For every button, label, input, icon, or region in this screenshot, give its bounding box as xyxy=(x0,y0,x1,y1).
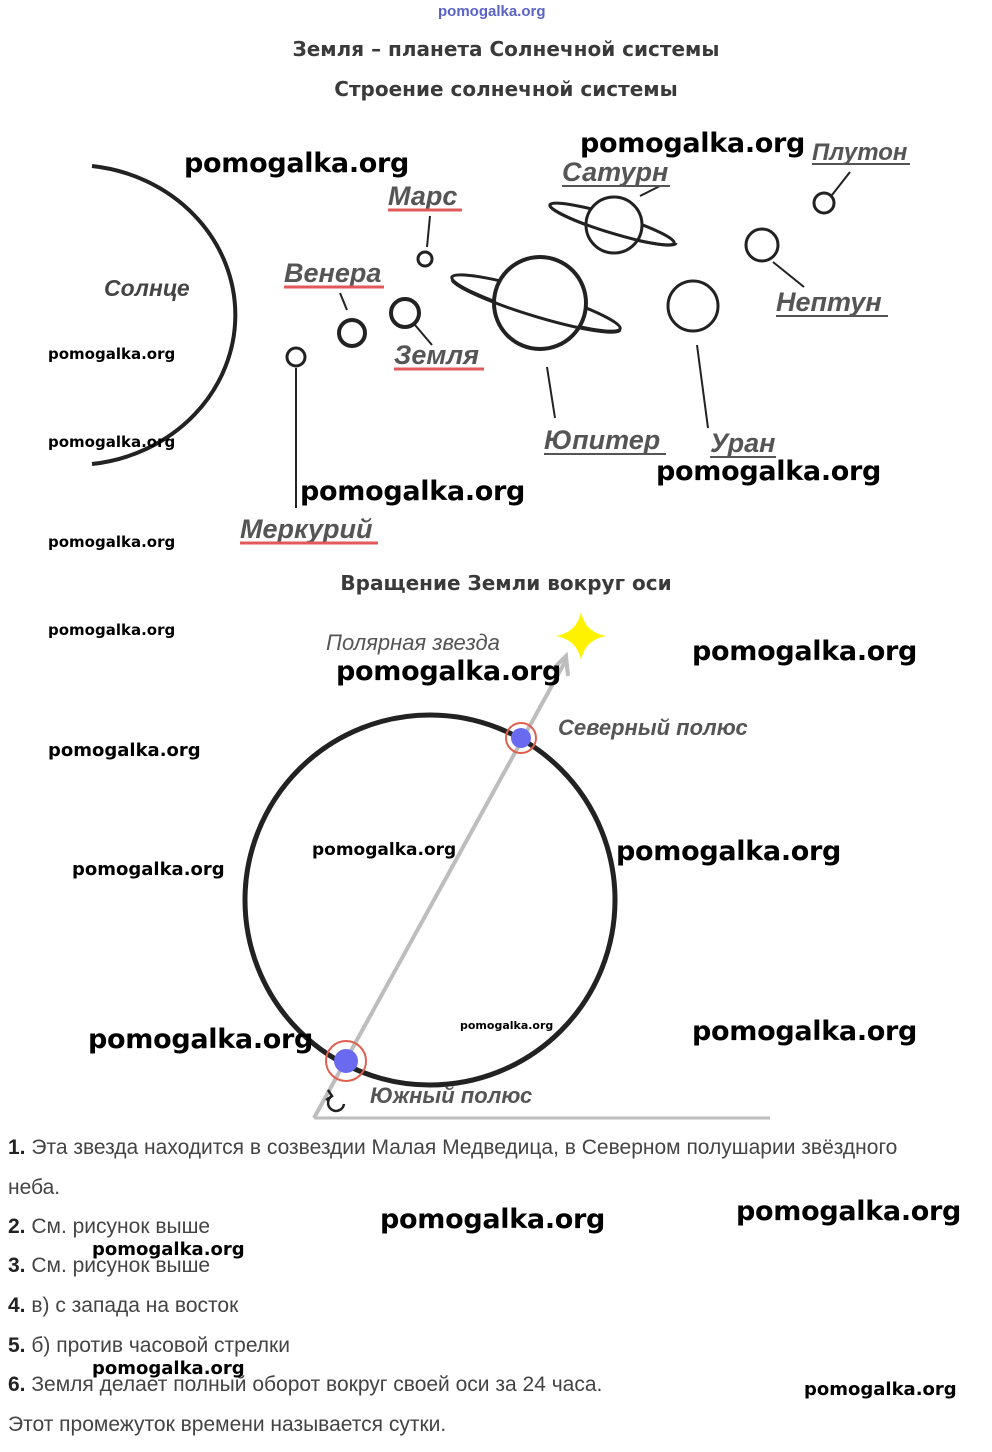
watermark: pomogalka.org xyxy=(48,433,176,451)
answer-6: 6. Земля делает полный оборот вокруг сво… xyxy=(8,1373,603,1396)
answer-3: 3. См. рисунок выше xyxy=(8,1254,211,1277)
section-title-structure: Строение солнечной системы xyxy=(334,77,678,101)
mars-label: Марс xyxy=(388,181,457,211)
answer-1: 1. Эта звезда находится в созвездии Мала… xyxy=(8,1136,898,1159)
rotation-arrowhead xyxy=(325,1089,334,1102)
watermark: pomogalka.org xyxy=(300,476,526,507)
south-pole-ring xyxy=(325,1040,367,1082)
answer-4: 4. в) с запада на восток xyxy=(8,1294,239,1317)
earth-rotation-diagram: Полярная звезда Северный полюс Южный пол… xyxy=(242,612,770,1120)
venus-label: Венера xyxy=(284,258,381,288)
answer-5: 5. б) против часовой стрелки xyxy=(8,1334,290,1357)
watermark: pomogalka.org xyxy=(312,840,457,860)
watermark: pomogalka.org xyxy=(184,148,410,179)
watermark: pomogalka.org xyxy=(460,1019,554,1032)
mars-planet xyxy=(416,250,434,268)
saturn-planet xyxy=(584,195,644,255)
watermark: pomogalka.org xyxy=(692,1016,918,1047)
earth-axis xyxy=(312,659,568,1119)
jupiter-ring-front xyxy=(450,279,622,334)
earth-planet xyxy=(389,297,421,329)
neptune-planet xyxy=(744,227,780,263)
jupiter-pointer xyxy=(546,366,556,419)
watermark: pomogalka.org xyxy=(48,533,176,551)
saturn-label: Сатурн xyxy=(562,157,668,187)
polar-star-label: Полярная звезда xyxy=(326,630,500,655)
uranus-label: Уран xyxy=(710,428,775,458)
north-pole-label: Северный полюс xyxy=(558,715,748,740)
answer-6-cont: Этот промежуток времени называется сутки… xyxy=(8,1413,447,1436)
axis-arrowhead xyxy=(550,651,570,677)
venus-planet xyxy=(337,318,367,348)
venus-pointer xyxy=(339,292,348,311)
watermark: pomogalka.org xyxy=(48,621,176,639)
watermark: pomogalka.org xyxy=(692,636,918,667)
earth-circle xyxy=(242,712,618,1088)
jupiter-label: Юпитер xyxy=(544,425,660,455)
watermark: pomogalka.org xyxy=(804,1379,957,1400)
watermark: pomogalka.org xyxy=(380,1204,606,1235)
neptune-pointer xyxy=(772,261,805,288)
pluto-pointer xyxy=(831,171,851,196)
polar-star-icon xyxy=(556,612,606,660)
earth-label: Земля xyxy=(394,340,479,370)
page-title: Земля – планета Солнечной системы xyxy=(292,37,720,61)
mars-pointer xyxy=(426,215,431,248)
sun-label: Солнце xyxy=(104,275,190,301)
watermark: pomogalka.org xyxy=(48,345,176,363)
uranus-planet xyxy=(666,279,720,333)
watermark: pomogalka.org xyxy=(48,740,201,761)
watermark: pomogalka.org xyxy=(616,836,842,867)
mercury-label: Меркурий xyxy=(240,514,373,544)
watermark: pomogalka.org xyxy=(92,1358,245,1379)
section-title-rotation: Вращение Земли вокруг оси xyxy=(340,571,672,595)
north-pole-dot xyxy=(511,728,531,748)
jupiter-planet xyxy=(492,255,588,351)
mercury-planet xyxy=(285,346,307,368)
answer-1-cont: неба. xyxy=(8,1176,61,1199)
north-pole-ring xyxy=(505,722,537,754)
south-pole-dot xyxy=(334,1049,358,1073)
site-watermark-top: pomogalka.org xyxy=(438,3,546,20)
watermark: pomogalka.org xyxy=(92,1239,245,1260)
south-pole-label: Южный полюс xyxy=(370,1083,532,1108)
watermark: pomogalka.org xyxy=(72,859,225,880)
saturn-ring-front xyxy=(548,204,678,247)
watermark: pomogalka.org xyxy=(88,1024,314,1055)
neptune-label: Нептун xyxy=(776,287,882,317)
pluto-planet xyxy=(812,191,836,215)
watermark: pomogalka.org xyxy=(336,656,562,687)
watermark: pomogalka.org xyxy=(736,1196,962,1227)
uranus-pointer xyxy=(696,344,709,429)
saturn-pointer xyxy=(639,185,661,197)
pluto-label: Плутон xyxy=(812,139,908,166)
earth-pointer xyxy=(414,324,433,346)
sun-arc xyxy=(91,164,238,466)
watermark: pomogalka.org xyxy=(656,456,882,487)
solar-system-diagram: Солнце Меркурий Венера Земля Марс Юпитер… xyxy=(91,139,910,545)
watermark: pomogalka.org xyxy=(580,128,806,159)
answer-2: 2. См. рисунок выше xyxy=(8,1215,211,1238)
